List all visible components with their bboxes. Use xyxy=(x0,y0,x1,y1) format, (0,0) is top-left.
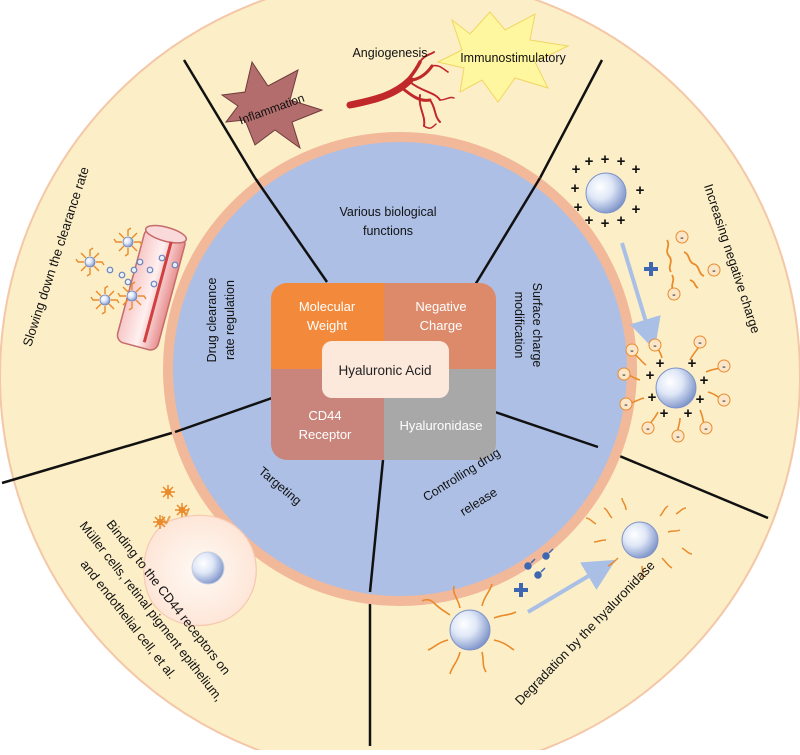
divider-left xyxy=(1,430,176,485)
plus-signs: +++ +++ +++ +++ xyxy=(571,151,645,232)
label-molecular-weight-2: Weight xyxy=(307,318,348,333)
inner-label-left-2: rate regulation xyxy=(223,280,237,360)
svg-text:+: + xyxy=(646,367,655,384)
chain-fragments xyxy=(585,497,693,579)
svg-text:+: + xyxy=(632,201,641,218)
inner-divider-right xyxy=(494,410,599,449)
inner-label-top-1: Various biological xyxy=(339,205,436,219)
degradation-arrow xyxy=(526,559,616,614)
divider-right xyxy=(597,445,769,520)
svg-text:+: + xyxy=(601,215,610,232)
svg-text:-: - xyxy=(704,423,708,435)
svg-text:-: - xyxy=(646,423,650,435)
inner-label-left-1: Drug clearance xyxy=(205,278,219,363)
svg-text:+: + xyxy=(648,389,657,406)
svg-text:+: + xyxy=(574,199,583,216)
cell-illustration xyxy=(143,485,257,627)
label-hyaluronidase: Hyaluronidase xyxy=(399,418,482,433)
intact-sphere xyxy=(449,609,491,651)
label-cd44-2: Receptor xyxy=(299,427,352,442)
divider-top-left xyxy=(182,59,257,179)
svg-text:+: + xyxy=(617,212,626,229)
svg-text:-: - xyxy=(672,289,676,301)
svg-text:-: - xyxy=(712,265,716,277)
angiogenesis-vessel-icon xyxy=(346,51,455,129)
intact-nanoparticle xyxy=(421,583,517,675)
immunostimulatory-star xyxy=(436,11,570,103)
svg-text:-: - xyxy=(722,395,726,407)
svg-text:-: - xyxy=(622,369,626,381)
label-negative-charge-1: Negative xyxy=(415,299,466,314)
inner-divider-top-right xyxy=(473,177,542,286)
svg-text:-: - xyxy=(676,431,680,443)
svg-text:-: - xyxy=(653,340,657,352)
svg-text:+: + xyxy=(571,180,580,197)
svg-text:+: + xyxy=(585,153,594,170)
nanoparticle-sphere xyxy=(585,172,627,214)
intact-chains xyxy=(421,583,517,675)
inner-label-right-2: modification xyxy=(512,292,526,359)
inflammation-illustration: Inflammation xyxy=(220,60,324,150)
coated-plus-signs: +++ +++ ++ xyxy=(646,355,709,422)
svg-text:+: + xyxy=(688,355,697,372)
ha-ligands xyxy=(153,485,189,529)
divider-top-right xyxy=(538,59,604,179)
cell-nucleus xyxy=(191,551,225,585)
outer-ring-dividers xyxy=(1,59,769,746)
positive-nanoparticle: +++ +++ +++ +++ xyxy=(571,151,645,232)
svg-text:+: + xyxy=(632,161,641,178)
svg-text:+: + xyxy=(585,212,594,229)
blood-vessel-illustration xyxy=(75,224,188,351)
center-box xyxy=(322,341,449,398)
immunostimulatory-illustration: Immunostimulatory xyxy=(436,11,570,103)
svg-text:+: + xyxy=(696,391,705,408)
center-title: Hyaluronic Acid xyxy=(338,363,431,378)
label-angiogenesis: Angiogenesis xyxy=(352,46,427,60)
svg-text:-: - xyxy=(680,232,684,244)
label-negative-charge-2: Charge xyxy=(420,318,463,333)
svg-text:+: + xyxy=(572,161,581,178)
coated-minus-signs: - - - - - - - - - - xyxy=(617,335,731,443)
svg-text:-: - xyxy=(630,345,634,357)
svg-text:+: + xyxy=(601,151,610,168)
inner-divider-top-left xyxy=(253,177,329,283)
inflammation-star xyxy=(220,60,324,150)
svg-text:-: - xyxy=(698,337,702,349)
enzyme-icons xyxy=(514,548,554,597)
label-molecular-weight-1: Molecular xyxy=(299,299,356,314)
svg-text:-: - xyxy=(624,399,628,411)
label-cd44-1: CD44 xyxy=(308,408,341,423)
svg-text:-: - xyxy=(722,361,726,373)
svg-text:+: + xyxy=(617,153,626,170)
degraded-sphere xyxy=(621,521,659,559)
degraded-nanoparticle xyxy=(585,497,693,579)
inner-dividers xyxy=(174,177,599,593)
svg-text:+: + xyxy=(656,355,665,372)
center-grid xyxy=(271,283,496,460)
svg-text:+: + xyxy=(660,405,669,422)
svg-text:+: + xyxy=(684,405,693,422)
coated-nanoparticle: +++ +++ ++ - - - - - - - - - - xyxy=(617,335,731,443)
coated-nanoparticle-sphere xyxy=(655,367,697,409)
inner-divider-bottom xyxy=(368,459,385,593)
free-chain-minus: - - - xyxy=(667,230,721,301)
charge-arrow xyxy=(620,242,661,351)
positive-ion-icon xyxy=(644,262,658,276)
svg-text:+: + xyxy=(700,372,709,389)
inner-divider-left xyxy=(174,396,273,434)
vessel-nanoparticles xyxy=(75,227,147,315)
label-immunostimulatory: Immunostimulatory xyxy=(460,51,566,65)
inner-label-right-1: Surface charge xyxy=(530,283,544,368)
svg-text:+: + xyxy=(636,182,645,199)
inner-label-top-2: functions xyxy=(363,224,413,238)
